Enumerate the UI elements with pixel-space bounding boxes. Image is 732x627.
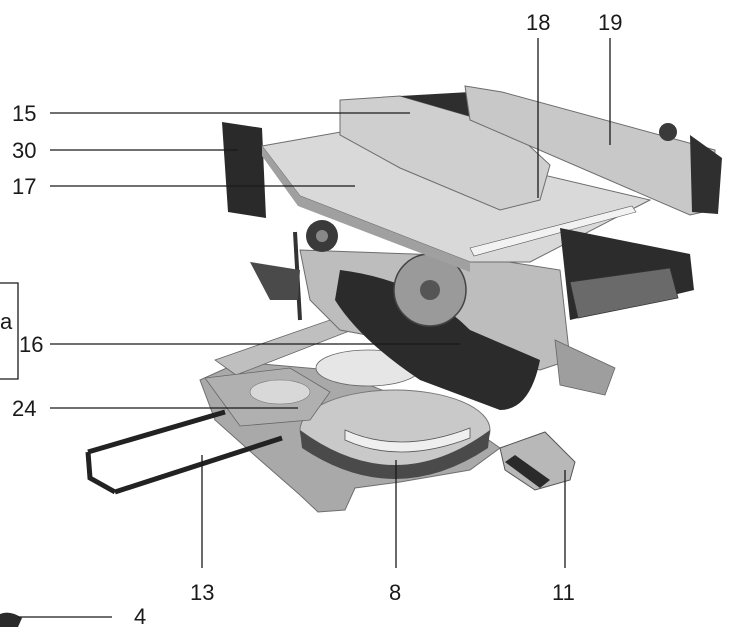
locking-knob-center — [316, 230, 328, 242]
callout-15: 15 — [12, 101, 36, 126]
saw-illustration — [0, 85, 722, 627]
lower-blade-guard — [335, 270, 540, 410]
right-foot — [554, 339, 616, 396]
cut-off-bracket — [0, 282, 19, 380]
turntable-rim — [300, 430, 490, 479]
handle-grip — [505, 455, 550, 488]
front-handle — [499, 431, 576, 491]
callout-24: 24 — [12, 396, 36, 421]
leader-lines — [0, 38, 611, 618]
callout-13: 13 — [190, 580, 214, 605]
partial-part-left — [0, 612, 22, 627]
callout-4: 4 — [134, 604, 146, 627]
callout-19: 19 — [598, 10, 622, 35]
extension-rod-lower — [114, 435, 283, 495]
rip-fence-knob — [659, 123, 677, 141]
callout-cut-a: a — [0, 309, 13, 334]
bevel-scale — [344, 427, 471, 453]
extension-rod-end — [85, 451, 117, 495]
table-front-edge — [262, 146, 470, 272]
callout-8: 8 — [389, 580, 401, 605]
clamp-bar — [250, 262, 300, 300]
callout-18: 18 — [526, 10, 550, 35]
callout-17: 17 — [12, 174, 36, 199]
rip-fence-clamp — [690, 135, 722, 214]
extension-rod-upper — [87, 409, 226, 455]
callout-11: 11 — [552, 580, 575, 605]
callout-16: 16 — [19, 332, 43, 357]
table-ruler — [469, 205, 637, 257]
callout-labels: 15 30 17 16 24 18 19 13 8 11 4 a — [0, 10, 622, 627]
rear-fence-block — [222, 122, 266, 218]
support-pad — [249, 379, 311, 405]
right-extension-tube — [569, 267, 679, 319]
blade-hub — [420, 280, 440, 300]
callout-30: 30 — [12, 138, 36, 163]
